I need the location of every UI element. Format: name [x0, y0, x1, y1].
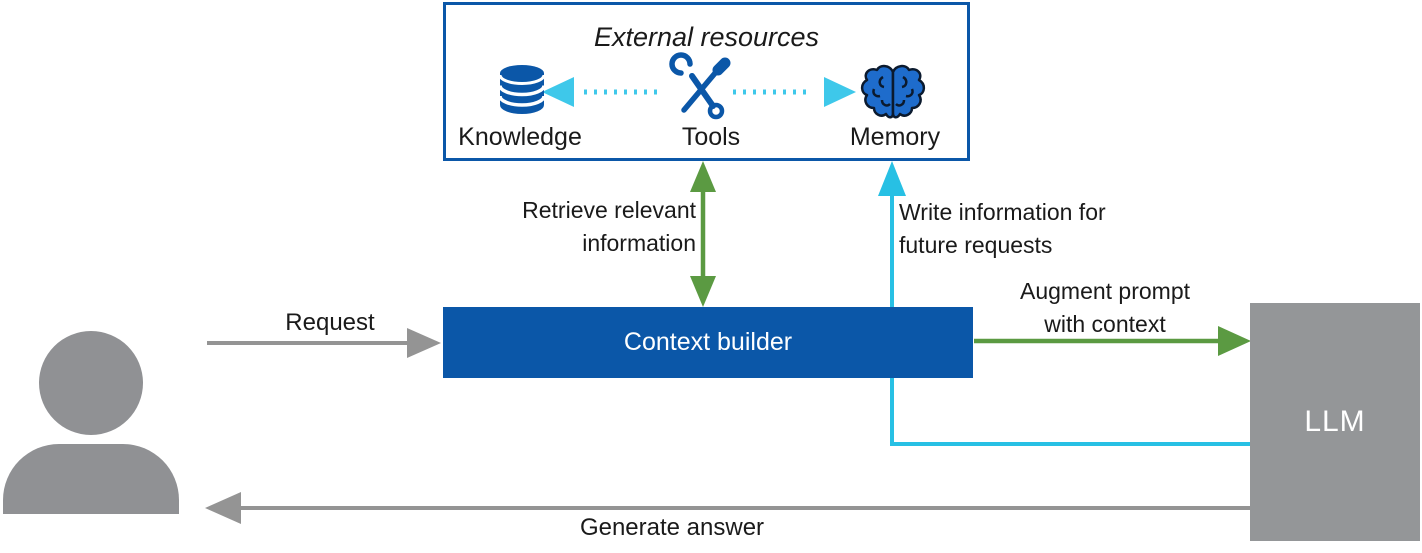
knowledge-label: Knowledge [458, 123, 582, 151]
augment-arrowhead [1218, 326, 1251, 356]
context-builder-label: Context builder [623, 328, 793, 356]
database-band-1 [498, 74, 546, 85]
retrieve-arrowhead-top [690, 161, 716, 192]
request-arrow [207, 328, 441, 358]
write-label-line1: Write information for [899, 199, 1106, 225]
person-shoulders [3, 444, 179, 514]
wrench-jaw [669, 52, 693, 76]
write-memory-arrowhead [878, 161, 906, 196]
database-band-2 [498, 85, 546, 97]
write-memory-line [890, 192, 1252, 446]
augment-label-line1: Augment prompt [1019, 278, 1191, 304]
retrieve-arrowhead-bottom [690, 276, 716, 307]
tools-to-knowledge-arrow [542, 77, 657, 107]
generate-answer-arrow [205, 492, 1252, 524]
retrieve-double-arrow [690, 161, 716, 307]
generate-answer-label: Generate answer [579, 514, 765, 541]
context-builder-box: Context builder [443, 307, 973, 378]
brain-right-lobe [891, 64, 926, 119]
database-icon [498, 65, 546, 114]
write-memory-arrow [878, 161, 1252, 446]
write-label: Write information for future requests [899, 196, 1199, 262]
augment-arrow [974, 326, 1251, 356]
brain-right-folds [895, 75, 914, 107]
person-icon [3, 331, 179, 514]
person-head [39, 331, 143, 435]
retrieve-label: Retrieve relevant information [440, 194, 696, 260]
generate-answer-arrowhead [205, 492, 241, 524]
retrieve-label-line2: information [582, 230, 696, 256]
llm-box: LLM [1250, 303, 1420, 541]
llm-label: LLM [1304, 405, 1366, 438]
database-top [500, 65, 544, 81]
database-band-3 [498, 95, 546, 107]
augment-label-line2: with context [1044, 311, 1166, 337]
write-label-line2: future requests [899, 232, 1053, 258]
brain-left-folds [872, 75, 891, 107]
tools-to-memory-arrowhead [824, 77, 856, 107]
retrieve-label-line1: Retrieve relevant [522, 197, 696, 223]
tools-icon [669, 52, 731, 120]
external-resources-box [443, 2, 970, 161]
external-resources-title: External resources [593, 22, 820, 52]
screwdriver-handle [712, 57, 731, 76]
brain-left-lobe [860, 64, 895, 119]
tools-label: Tools [681, 123, 741, 151]
request-label: Request [285, 309, 375, 336]
memory-label: Memory [849, 123, 941, 151]
brain-icon [860, 64, 926, 119]
tools-to-knowledge-arrowhead [542, 77, 574, 107]
request-arrowhead [407, 328, 441, 358]
tools-to-memory-arrow [733, 77, 856, 107]
augment-label: Augment prompt with context [965, 275, 1245, 341]
screwdriver-blade [681, 69, 719, 113]
wrench-ring-end [707, 102, 725, 120]
